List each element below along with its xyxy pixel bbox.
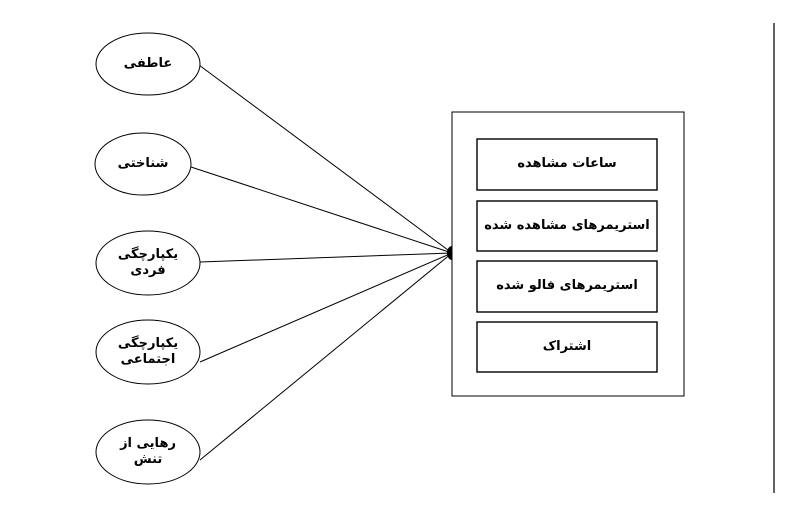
connector-stress-relief-to-outcome [199, 252, 453, 461]
indicator-box-subscription[interactable] [476, 321, 658, 373]
connector-affective-to-outcome [198, 64, 453, 254]
indicator-box-shapes [476, 138, 658, 373]
indicator-box-watch-hours[interactable] [476, 138, 658, 191]
ellipse-node-stress-relief[interactable] [95, 419, 201, 485]
latent-node-shapes [94, 32, 201, 485]
connector-cognitive-to-outcome [190, 166, 453, 254]
ellipse-node-personal-integrity[interactable] [95, 230, 201, 296]
connector-lines [190, 64, 453, 461]
ellipse-node-affective[interactable] [95, 32, 201, 96]
connector-personal-integrity-to-outcome [199, 252, 453, 263]
indicator-box-watched-streamers[interactable] [476, 200, 658, 252]
connector-social-integrity-to-outcome [199, 252, 453, 363]
ellipse-node-cognitive[interactable] [94, 132, 192, 196]
indicator-box-followed-streamers[interactable] [476, 260, 658, 313]
ellipse-node-social-integrity[interactable] [95, 319, 201, 385]
